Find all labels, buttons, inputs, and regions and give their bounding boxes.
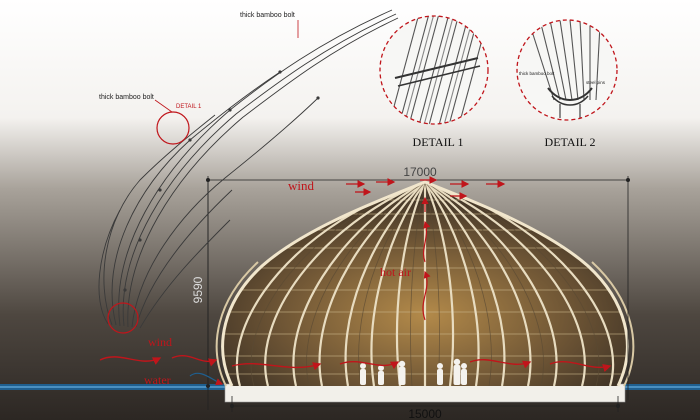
bolt-label-top: thick bamboo bolt — [240, 12, 295, 19]
person-5 — [453, 358, 461, 385]
detail-1-title: DETAIL 1 — [413, 135, 464, 149]
person-4 — [437, 363, 443, 385]
detail-1-marker-circle — [156, 111, 190, 145]
dim-width-top: 17000 — [403, 165, 437, 179]
person-1 — [360, 363, 366, 385]
detail-2-pin-label: steel pins — [586, 80, 606, 85]
wind-arrows-top — [346, 176, 506, 200]
detail-2-title: DETAIL 2 — [545, 135, 596, 149]
bamboo-arch-nodes — [123, 70, 320, 292]
people-silhouettes — [360, 358, 467, 385]
detail-marker-label: DETAIL 1 — [176, 104, 202, 110]
person-3 — [398, 360, 406, 385]
wind-arrows-bottom — [99, 355, 612, 373]
water-label: water — [144, 373, 171, 387]
detail-2-view: thick bamboo bolt steel pins — [516, 19, 618, 121]
dim-height: 9590 — [191, 276, 205, 303]
person-2 — [378, 365, 384, 385]
bolt-leader-mid — [154, 99, 173, 113]
detail-2-marker-circle — [107, 302, 139, 334]
dim-width-bottom: 15000 — [408, 407, 442, 420]
bamboo-arch-sketch — [98, 9, 399, 329]
water-arrows — [189, 372, 224, 386]
hot-air-arrows — [421, 196, 431, 321]
dome-ribs — [222, 182, 628, 386]
bolt-label-mid: thick bamboo bolt — [99, 94, 154, 101]
dimension-ticks — [206, 178, 630, 408]
wind-label-bottom: wind — [148, 335, 172, 349]
ground-slab — [224, 383, 626, 403]
person-6 — [461, 363, 467, 385]
wind-label-top: wind — [288, 178, 315, 193]
detail-2-bolt-label: thick bamboo bolt — [519, 71, 555, 76]
dimension-lines — [207, 176, 629, 412]
dome-structure — [215, 180, 635, 387]
hot-air-label: hot air — [380, 265, 411, 279]
